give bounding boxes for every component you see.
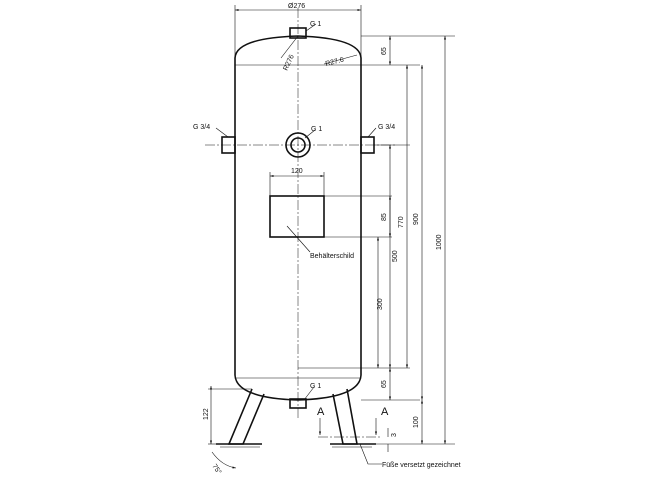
bottom-nozzle (289, 398, 307, 409)
centerlines (205, 8, 395, 420)
top-nozzle (289, 27, 307, 39)
dimension-values: 65 770 900 1000 85 500 300 65 100 122 3 (203, 47, 443, 437)
g1-mid-label: G 1 (311, 126, 322, 133)
feet-note-label: Füße versetzt gezeichnet (382, 462, 461, 469)
dim-65-top: 65 (381, 47, 388, 55)
dim-85: 85 (381, 213, 388, 221)
name-plate-label: Behälterschild (310, 253, 354, 260)
section-a-right-label: A (381, 406, 389, 418)
dim-900: 900 (413, 213, 420, 225)
labels: Ø276 G 1 G 1 G 1 G 3/4 G 3/4 R276 R27.6 … (193, 3, 461, 476)
name-plate (269, 195, 325, 238)
right-leg (330, 388, 376, 448)
g34-left-label: G 3/4 (193, 124, 210, 131)
middle-port (285, 132, 311, 158)
section-a-left-label: A (317, 406, 325, 418)
r276-small-label: R27.6 (325, 57, 345, 68)
dim-65-bottom: 65 (381, 380, 388, 388)
dim-100: 100 (413, 416, 420, 428)
dim-122: 122 (203, 408, 210, 420)
dim-300: 300 (377, 298, 384, 310)
dimension-lines (208, 5, 455, 469)
side-nozzle-left (221, 136, 236, 154)
dim-1000: 1000 (436, 234, 443, 250)
diameter-label: Ø276 (288, 3, 305, 10)
g1-top-label: G 1 (310, 21, 321, 28)
dim-770: 770 (398, 216, 405, 228)
width-120-label: 120 (291, 168, 303, 175)
dim-500: 500 (392, 250, 399, 262)
g34-right-label: G 3/4 (378, 124, 395, 131)
angle-label: 75° (210, 463, 223, 476)
dim-3: 3 (391, 433, 398, 437)
left-leg (216, 388, 265, 448)
g1-bottom-label: G 1 (310, 383, 321, 390)
r276-label: R276 (282, 54, 295, 72)
